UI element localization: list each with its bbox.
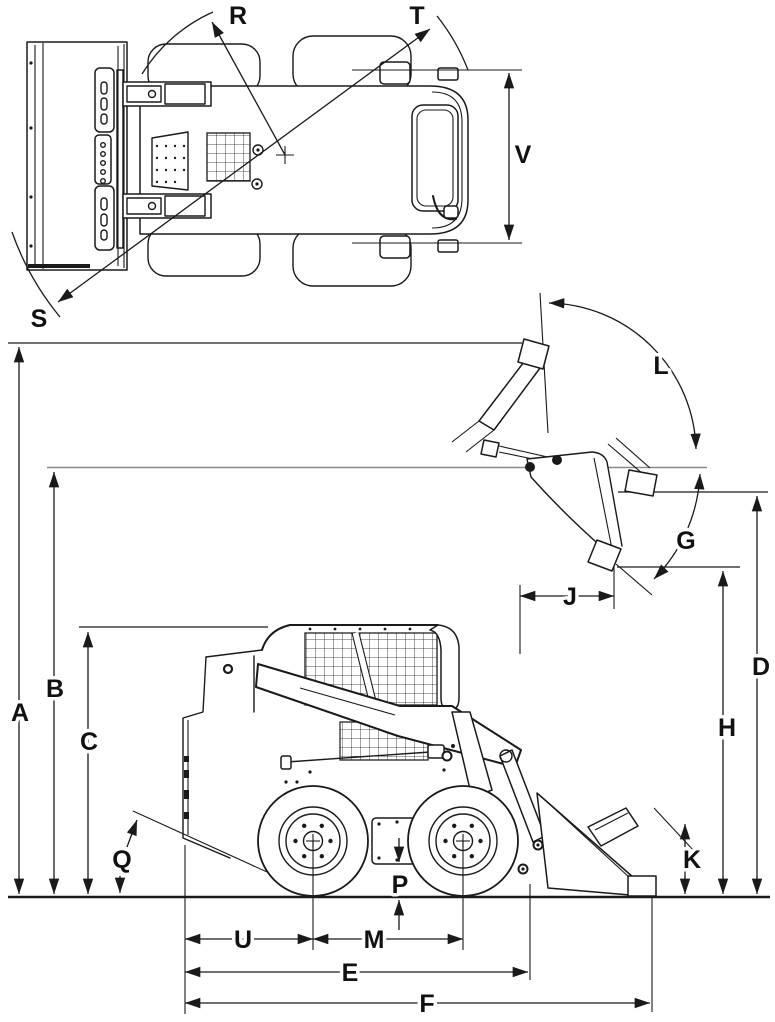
dim-label-k: K — [683, 846, 701, 874]
top-view-machine — [11, 11, 522, 318]
lift-arm — [255, 663, 522, 768]
dim-label-m: M — [364, 926, 385, 954]
dimension-annotations — [13, 298, 763, 1014]
dim-label-c: C — [80, 728, 98, 756]
tilt-link-cap — [480, 439, 500, 458]
dim-label-f: F — [419, 990, 434, 1018]
dump-spill-guard — [624, 469, 658, 497]
ground-bucket — [536, 792, 695, 897]
k-angle-line — [653, 807, 695, 852]
dim-arrow-q-angle — [126, 819, 138, 848]
dim-label-j: J — [563, 583, 577, 611]
raised-lift-arm — [478, 357, 544, 431]
engine-cowl — [205, 649, 263, 658]
cab-roof — [261, 624, 439, 651]
ground-bucket-cutting-edge — [627, 875, 657, 897]
ground-bucket-spill-guard — [587, 807, 639, 847]
radiator-grille — [206, 132, 251, 182]
dim-label-a: A — [11, 699, 29, 727]
hinge-pin — [525, 462, 535, 472]
rear-panel — [182, 656, 231, 859]
top-view-body — [122, 61, 469, 259]
dim-label-t: T — [409, 2, 424, 30]
side-view-machine — [182, 624, 546, 875]
raised-bucket-assembly — [451, 292, 658, 596]
dim-label-d: D — [752, 653, 770, 681]
dim-label-p: P — [392, 871, 409, 899]
cab-roof-opening — [411, 104, 459, 212]
swing-radius-annotations — [11, 11, 469, 318]
dim-arc-g — [653, 473, 705, 580]
side-view — [8, 292, 770, 899]
raised-arm-cap — [517, 338, 550, 370]
roof-handle — [432, 195, 457, 221]
dim-label-q: Q — [112, 846, 131, 874]
dimension-labels: R T V S L G J D H A B C Q K P U M E F — [7, 0, 773, 1022]
dump-bucket-cutting-edge — [587, 539, 622, 572]
dim-label-u: U — [234, 926, 252, 954]
g-angle-line — [615, 563, 653, 596]
dimension-v — [352, 69, 522, 244]
hydraulic-rod — [286, 751, 431, 763]
radius-line-t-s — [57, 28, 431, 303]
radius-arc-t — [436, 15, 469, 71]
radius-arc-s — [11, 231, 61, 318]
radius-arc-r — [141, 11, 214, 75]
dim-label-e: E — [342, 959, 359, 987]
dim-label-s: S — [31, 305, 48, 333]
link-pin — [552, 455, 562, 465]
dim-label-g: G — [676, 527, 695, 555]
dim-label-v: V — [515, 141, 532, 169]
dim-arc-l — [548, 298, 701, 450]
dim-label-b: B — [46, 675, 64, 703]
dim-label-h: H — [718, 714, 736, 742]
dim-label-r: R — [229, 2, 247, 30]
front-tower — [451, 711, 493, 799]
dump-bucket-bottom — [526, 458, 605, 550]
dim-label-l: L — [653, 352, 668, 380]
